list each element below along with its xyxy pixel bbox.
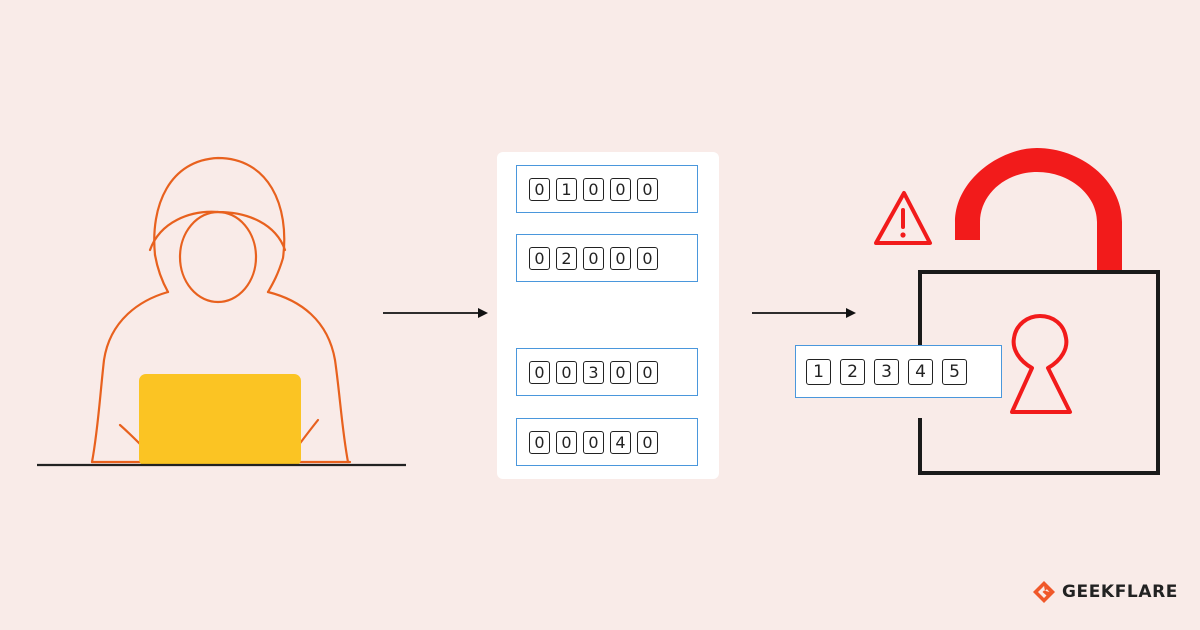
code-digit: 0 [556, 430, 577, 454]
code-attempt-row: 0 0 0 4 0 [516, 418, 698, 466]
code-digit: 0 [610, 246, 631, 270]
code-digit: 0 [583, 246, 604, 270]
code-digit: 0 [529, 177, 550, 201]
geekflare-logo-icon [1032, 581, 1055, 603]
code-attempt-row: 0 2 0 0 0 [516, 234, 698, 282]
code-digit: 0 [610, 360, 631, 384]
keyhole-icon [1010, 314, 1072, 414]
code-digit: 5 [942, 358, 967, 385]
code-digit: 0 [529, 360, 550, 384]
arrow-right-icon [752, 308, 856, 318]
code-digit: 0 [637, 360, 658, 384]
code-digit: 1 [556, 177, 577, 201]
code-digit: 4 [908, 358, 933, 385]
padlock-icon [918, 270, 1160, 475]
code-digit: 1 [806, 358, 831, 385]
arrow-right-icon [383, 308, 488, 318]
code-attempt-row: 0 0 3 0 0 [516, 348, 698, 396]
padlock-shackle [955, 148, 1122, 272]
code-digit: 2 [556, 246, 577, 270]
code-digit: 0 [583, 177, 604, 201]
code-digit: 0 [610, 177, 631, 201]
cracked-code-row: 1 2 3 4 5 [795, 345, 1002, 398]
code-attempt-row: 0 1 0 0 0 [516, 165, 698, 213]
code-digit: 0 [529, 246, 550, 270]
laptop-icon [139, 374, 301, 466]
code-digit: 4 [610, 430, 631, 454]
brand-logo: GEEKFLARE [1032, 580, 1178, 604]
code-digit: 0 [556, 360, 577, 384]
code-digit: 0 [583, 430, 604, 454]
code-digit: 3 [874, 358, 899, 385]
code-digit: 0 [637, 177, 658, 201]
warning-icon [874, 191, 932, 245]
code-digit: 0 [529, 430, 550, 454]
code-digit: 3 [583, 360, 604, 384]
code-digit: 0 [637, 246, 658, 270]
code-digit: 2 [840, 358, 865, 385]
brand-name: GEEKFLARE [1061, 582, 1178, 602]
code-digit: 0 [637, 430, 658, 454]
